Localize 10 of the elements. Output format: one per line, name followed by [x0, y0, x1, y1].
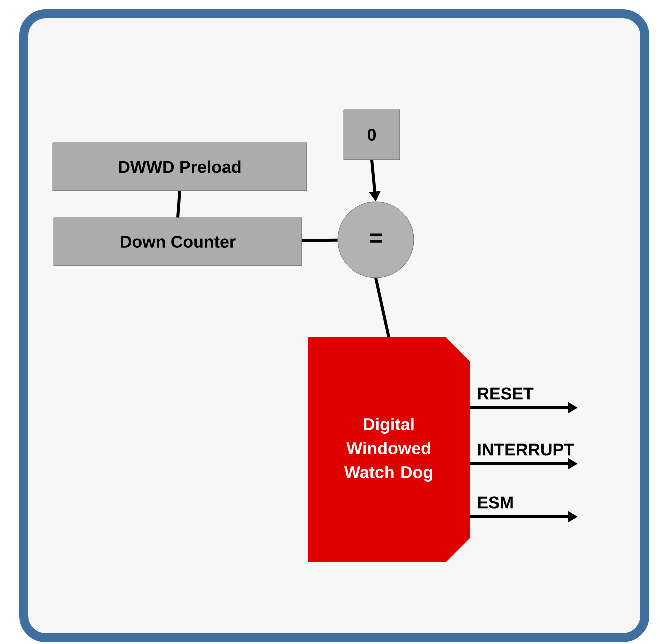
signal-label: INTERRUPT — [476, 442, 576, 457]
signal-label: RESET — [476, 386, 535, 401]
block-box: DWWD Preload — [52, 142, 308, 192]
connector-line — [176, 191, 182, 218]
connector-line — [302, 238, 338, 242]
block-box: 0 — [344, 110, 400, 160]
connector-line — [374, 278, 390, 338]
watchdog-block: Digital Windowed Watch Dog — [308, 338, 470, 562]
signal-label: ESM — [476, 496, 516, 510]
block-box: Down Counter — [54, 218, 302, 266]
